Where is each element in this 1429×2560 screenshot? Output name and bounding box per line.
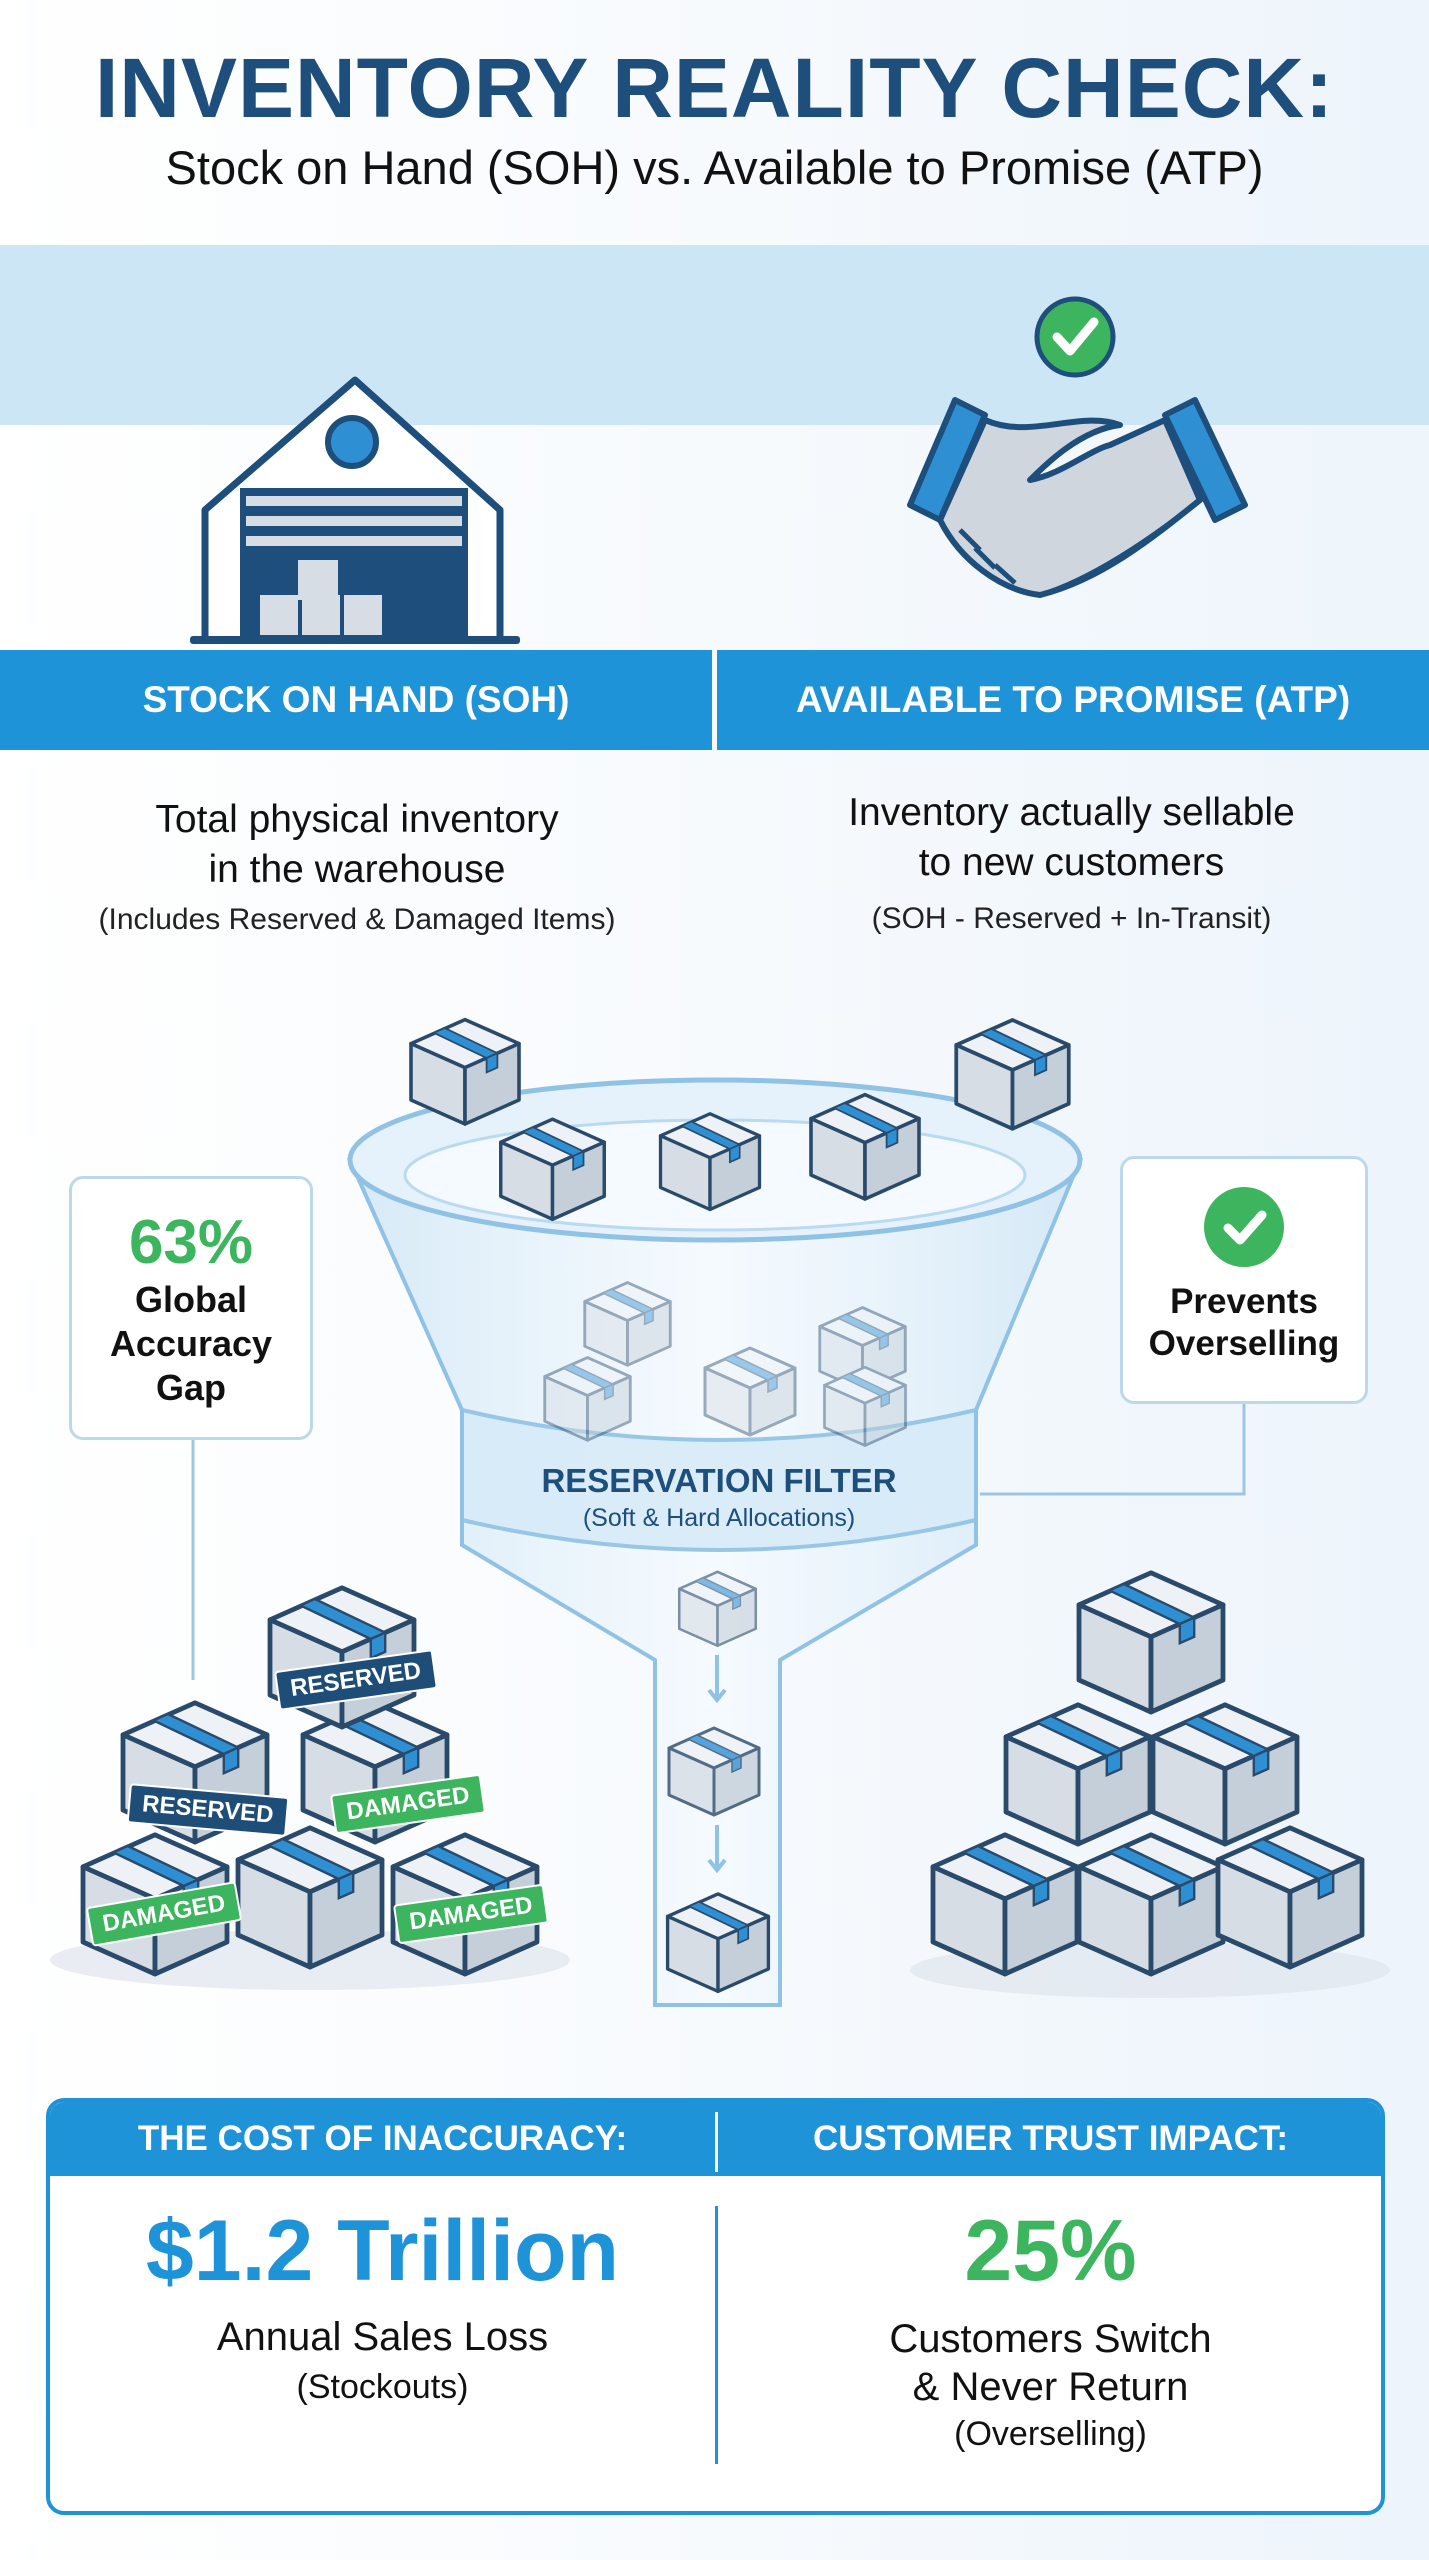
accuracy-gap-callout: 63% Global Accuracy Gap xyxy=(69,1176,313,1440)
trust-note: (Overselling) xyxy=(954,2415,1147,2453)
connector-line xyxy=(980,1401,1246,1496)
soh-desc-line2: in the warehouse xyxy=(208,848,506,891)
atp-header: AVAILABLE TO PROMISE (ATP) xyxy=(717,650,1429,750)
panel-divider xyxy=(715,2206,718,2464)
accuracy-line2: Accuracy xyxy=(109,1323,273,1364)
atp-desc-line1: Inventory actually sellable xyxy=(848,791,1295,834)
soh-description: Total physical inventory in the warehous… xyxy=(0,795,714,937)
trust-label-line1: Customers Switch xyxy=(889,2317,1212,2361)
header-divider xyxy=(715,2112,718,2172)
handshake-icon xyxy=(907,296,1248,598)
impact-panel: THE COST OF INACCURACY: CUSTOMER TRUST I… xyxy=(46,2098,1385,2515)
prevents-overselling-callout: Prevents Overselling xyxy=(1120,1156,1368,1404)
cost-label: Annual Sales Loss xyxy=(216,2315,549,2359)
atp-note: (SOH - Reserved + In-Transit) xyxy=(871,902,1272,935)
filter-title: RESERVATION FILTER xyxy=(541,1462,897,1499)
trust-value: 25% xyxy=(964,2203,1137,2299)
atp-desc-line2: to new customers xyxy=(918,841,1225,884)
atp-box-pyramid xyxy=(933,1573,1362,1974)
accuracy-line1: Global xyxy=(134,1279,247,1320)
spout-boxes xyxy=(665,1570,771,1994)
header-band xyxy=(0,245,1429,425)
accuracy-line3: Gap xyxy=(155,1367,226,1408)
trust-stat: 25% Customers Switch & Never Return (Ove… xyxy=(718,2202,1381,2454)
cost-value: $1.2 Trillion xyxy=(145,2203,620,2299)
arrow-down-icon xyxy=(707,1655,727,1704)
cost-stat: $1.2 Trillion Annual Sales Loss (Stockou… xyxy=(50,2202,715,2407)
soh-desc-line1: Total physical inventory xyxy=(155,798,559,841)
prevents-line2: Overselling xyxy=(1148,1324,1340,1363)
cost-note: (Stockouts) xyxy=(296,2368,469,2406)
atp-description: Inventory actually sellable to new custo… xyxy=(714,788,1429,936)
arrow-down-icon xyxy=(707,1825,727,1874)
soh-header: STOCK ON HAND (SOH) xyxy=(0,650,712,750)
soh-note: (Includes Reserved & Damaged Items) xyxy=(98,903,616,936)
cost-header: THE COST OF INACCURACY: xyxy=(137,2119,628,2158)
trust-header: CUSTOMER TRUST IMPACT: xyxy=(812,2119,1289,2158)
warehouse-icon xyxy=(190,376,520,644)
trust-label-line2: & Never Return xyxy=(912,2365,1189,2409)
reservation-filter-label: RESERVATION FILTER (Soft & Hard Allocati… xyxy=(462,1462,976,1533)
check-circle-icon xyxy=(1204,1187,1284,1267)
page-subtitle: Stock on Hand (SOH) vs. Available to Pro… xyxy=(165,141,1264,194)
accuracy-value: 63% xyxy=(128,1208,254,1277)
filter-subtitle: (Soft & Hard Allocations) xyxy=(582,1504,856,1532)
page-title: INVENTORY REALITY CHECK: xyxy=(94,41,1335,135)
prevents-line1: Prevents xyxy=(1170,1282,1318,1321)
